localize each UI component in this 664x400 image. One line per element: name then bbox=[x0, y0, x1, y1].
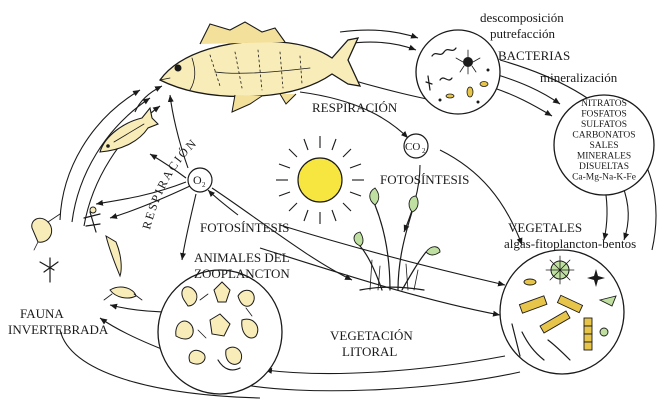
arrow-vegetation-to-phyto bbox=[260, 248, 500, 315]
label-fauna: FAUNA bbox=[20, 306, 64, 321]
label-litoral: LITORAL bbox=[342, 344, 397, 359]
co2-label: CO bbox=[405, 141, 420, 153]
label-putrefaccion: putrefacción bbox=[490, 26, 555, 41]
phytoplankton-circle-icon bbox=[500, 250, 624, 374]
label-animales: ANIMALES DEL bbox=[194, 250, 290, 265]
nutrient-item: SALES bbox=[589, 141, 618, 151]
perch-fish-icon bbox=[160, 22, 360, 112]
arrow-o2-to-fauna bbox=[96, 182, 186, 204]
co2-subscript: 2 bbox=[422, 147, 426, 155]
nutrient-item: NITRATOS bbox=[581, 99, 627, 109]
label-fotosintesis-left: FOTOSÍNTESIS bbox=[200, 220, 289, 235]
arrow-nutrients-to-vegetales-2 bbox=[622, 184, 628, 240]
arrow-fauna-to-fish-2 bbox=[72, 98, 150, 222]
arrow-nutrients-to-vegetales-1 bbox=[604, 188, 607, 240]
label-descomposicion: descomposición bbox=[480, 10, 564, 25]
o2-label: O bbox=[193, 173, 202, 187]
invertebrate-icons bbox=[32, 207, 142, 300]
nutrient-item: FOSFATOS bbox=[581, 110, 627, 120]
nutrient-item: MINERALES bbox=[577, 152, 631, 162]
label-zooplancton: ZOOPLANCTON bbox=[194, 266, 290, 281]
arrow-phyto-to-zooplankton-2 bbox=[240, 372, 520, 391]
sun-icon bbox=[276, 136, 364, 224]
o2-subscript: 2 bbox=[202, 181, 206, 189]
label-algas: algas-fitoplancton-bentos bbox=[504, 236, 636, 251]
o2-node: O 2 bbox=[188, 168, 212, 192]
co2-node: CO 2 bbox=[404, 134, 428, 158]
label-respiracion-top: RESPIRACIÓN bbox=[312, 100, 398, 115]
nutrient-item: CARBONATOS bbox=[572, 131, 635, 141]
label-fotosintesis-right: FOTOSÍNTESIS bbox=[380, 172, 469, 187]
label-vegetacion: VEGETACIÓN bbox=[330, 328, 413, 343]
aquatic-plant-icon bbox=[354, 188, 440, 290]
bacteria-circle-icon bbox=[416, 30, 500, 114]
nutrient-item: SULFATOS bbox=[581, 120, 627, 130]
zooplankton-circle-icon bbox=[158, 270, 282, 394]
arrow-fauna-to-fish-1 bbox=[60, 90, 140, 220]
arrow-fotosintesis-to-phyto bbox=[280, 225, 505, 285]
arrow-bacteria-to-nutrients-2 bbox=[494, 88, 552, 116]
label-vegetales: VEGETALES bbox=[508, 220, 582, 235]
nutrient-item: DISUELTAS bbox=[579, 162, 629, 172]
label-mineralizacion: mineralización bbox=[540, 70, 618, 85]
label-bacterias: BACTERIAS bbox=[498, 48, 570, 63]
label-invertebrada: INVERTEBRADA bbox=[8, 322, 109, 337]
nutrient-item: Ca-Mg-Na-K-Fe bbox=[572, 173, 636, 183]
arrow-fish-to-bacteria-1 bbox=[340, 30, 418, 38]
arrow-fish-to-co2 bbox=[300, 92, 408, 138]
